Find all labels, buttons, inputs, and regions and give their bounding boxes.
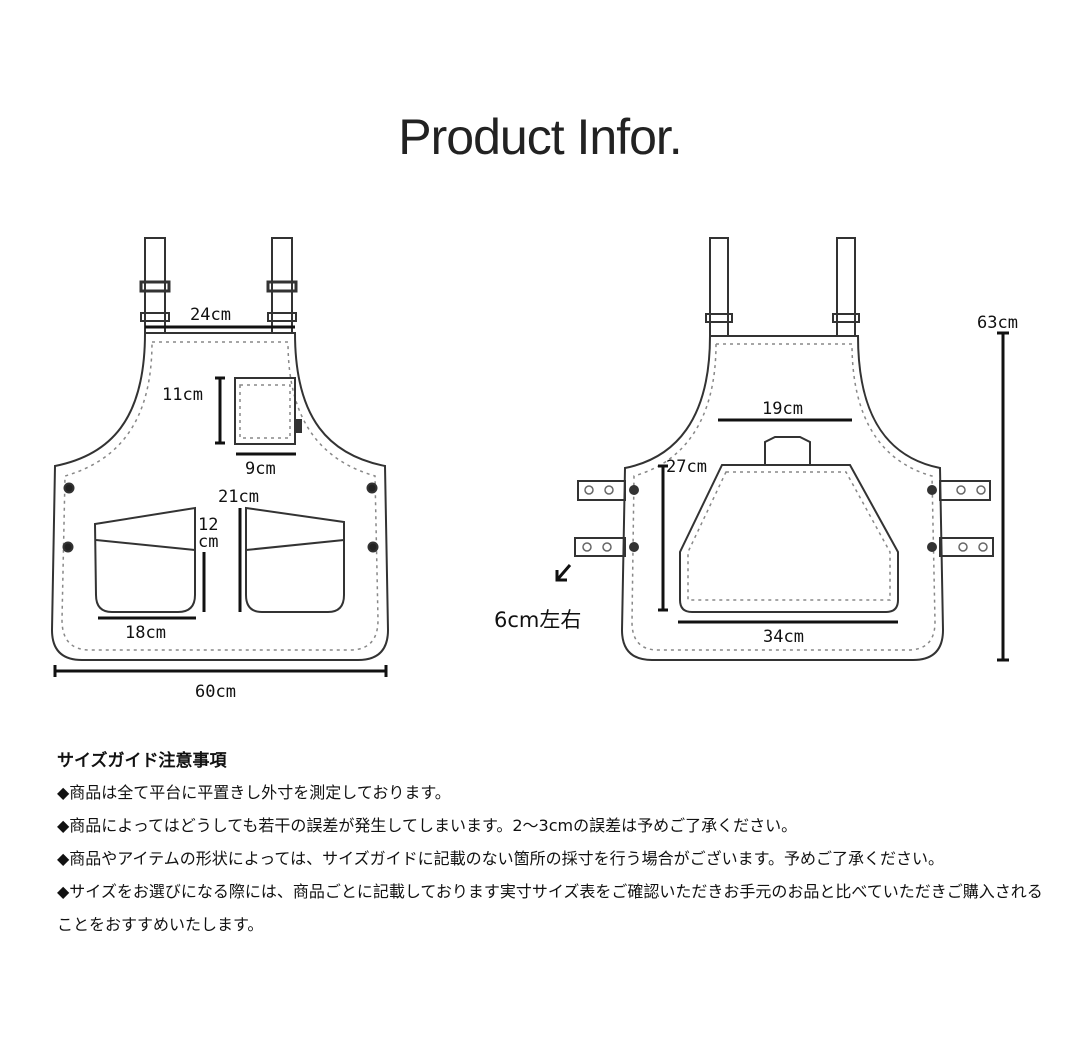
right-strap xyxy=(271,237,293,334)
back-apron-diagram xyxy=(555,237,1009,662)
front-apron-diagram xyxy=(50,237,390,677)
back-pocket xyxy=(679,464,899,613)
pocket-height-label: 12 xyxy=(198,515,218,535)
strap-width-label: 24cm xyxy=(190,305,231,325)
side-pocket-depth-label: 21cm xyxy=(218,487,259,507)
side-pocket-width-label: 18cm xyxy=(125,623,166,643)
chest-pocket xyxy=(234,377,296,445)
pocket-bottom-width-label: 34cm xyxy=(763,627,804,647)
size-guide-notes: サイズガイド注意事項 ◆商品は全て平台に平置きし外寸を測定しております。 ◆商品… xyxy=(57,746,1047,941)
note-item: ◆商品やアイテムの形状によっては、サイズガイドに記載のない箇所の採寸を行う場合が… xyxy=(57,849,945,868)
chest-pocket-height-label: 11cm xyxy=(162,385,203,405)
front-apron-body xyxy=(50,332,390,661)
notes-heading: サイズガイド注意事項 xyxy=(57,751,227,771)
right-pocket xyxy=(245,506,345,613)
pocket-handle xyxy=(764,436,811,465)
pocket-height-label-back: 27cm xyxy=(666,457,707,477)
apron-diagrams: 24cm 11cm 9cm 21cm 12 cm 18cm 60cm xyxy=(50,237,1018,702)
left-pocket xyxy=(93,506,196,613)
buckle xyxy=(267,312,297,322)
chest-pocket-width-label: 9cm xyxy=(245,459,276,479)
buckle xyxy=(139,280,171,293)
pocket-top-width-label: 19cm xyxy=(762,399,803,419)
strap-adjust-label: 6cm左右 xyxy=(494,608,581,632)
left-strap xyxy=(144,237,166,334)
note-item: ◆商品は全て平台に平置きし外寸を測定しております。 xyxy=(57,783,451,802)
page-title: Product Infor. xyxy=(398,109,682,165)
pocket-height-unit-label: cm xyxy=(198,532,218,552)
buckle xyxy=(140,312,170,322)
buckle xyxy=(266,280,298,293)
total-length-label: 63cm xyxy=(977,313,1018,333)
note-item: ◆商品によってはどうしても若干の誤差が発生してしまいます。2～3cmの誤差は予め… xyxy=(57,816,798,835)
arrow-icon xyxy=(555,564,572,582)
note-item: ◆サイズをお選びになる際には、商品ごとに記載しております実寸サイズ表をご確認いた… xyxy=(57,882,1043,934)
total-width-label: 60cm xyxy=(195,682,236,702)
